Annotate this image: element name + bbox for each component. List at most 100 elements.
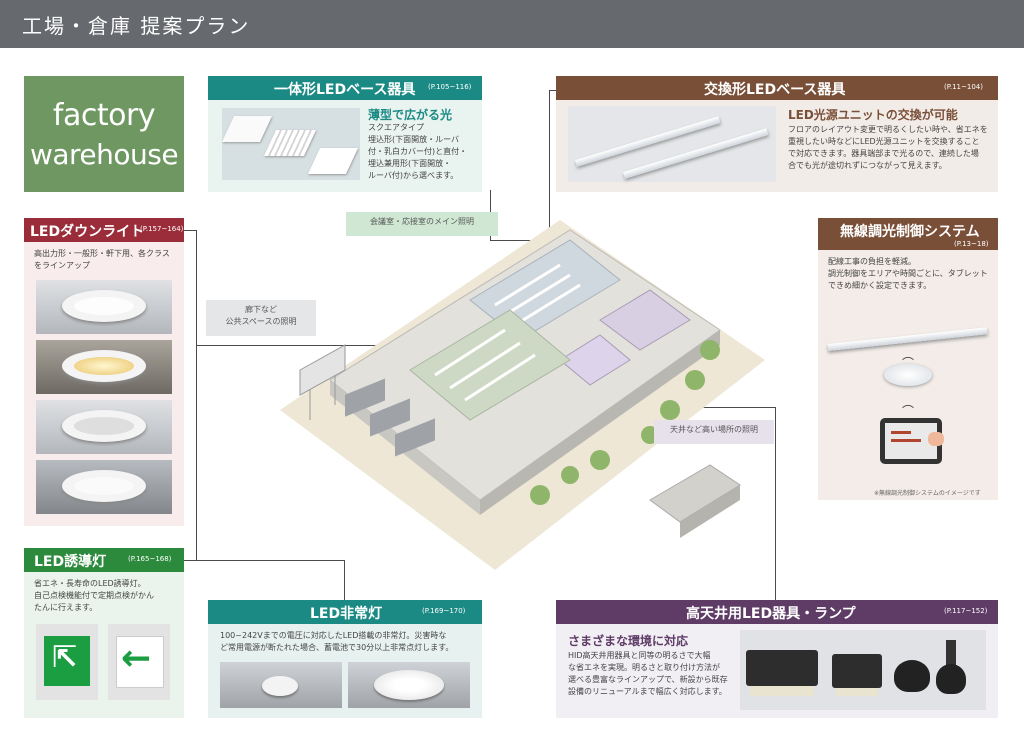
exit-sign-image: ⇱	[36, 624, 98, 700]
caption-text: 会議室・応接室のメイン照明	[370, 217, 474, 226]
connector-line	[549, 90, 556, 91]
downlight-image-2	[36, 340, 172, 394]
caption-corridor: 廊下など 公共スペースの照明	[206, 300, 316, 336]
panel-title: 一体形LEDベース器具	[274, 82, 416, 98]
panel-wireless-dimming: 無線調光制御システム (P.13~18) 配線工事の負担を軽減。 調光制御をエリ…	[818, 218, 998, 500]
body-line: で対応できます。器具端部まで光るので、連続した場	[788, 149, 979, 158]
panel-subtitle: LED光源ユニットの交換が可能	[788, 108, 958, 122]
body-line: 100~242Vまでの電圧に対応したLED搭載の非常灯。災害時な	[220, 631, 447, 640]
body-line: 埋込形(下面開放・ルーバ	[368, 135, 460, 144]
panel-high-ceiling-led: 高天井用LED器具・ランプ (P.117~152) さまざまな環境に対応 HID…	[556, 600, 998, 718]
downlight-image-1	[36, 280, 172, 334]
panel-integrated-led-base: 一体形LEDベース器具 (P.105~116) 薄型で広がる光 スクエアタイプ …	[208, 76, 482, 192]
body-line: ど常用電源が断たれた場合、蓄電池で30分以上非常点灯します。	[220, 643, 454, 652]
caption-meeting-room: 会議室・応接室のメイン照明	[346, 212, 498, 236]
panel-header: 一体形LEDベース器具 (P.105~116)	[208, 76, 482, 100]
round-high-bay-fixture	[894, 660, 930, 692]
body-line: スクエアタイプ	[368, 123, 424, 132]
high-bay-fixture	[832, 654, 882, 688]
page-ref: (P.105~116)	[428, 83, 472, 91]
logo-line-2: warehouse	[29, 138, 179, 171]
panel-subtitle: さまざまな環境に対応	[568, 634, 689, 648]
page-ref: (P.11~104)	[944, 83, 983, 91]
small-warehouse	[649, 464, 741, 538]
page-ref: (P.117~152)	[944, 607, 988, 615]
panel-title: 無線調光制御システム	[840, 224, 980, 240]
office-room	[599, 289, 691, 351]
tube-fixture-image	[568, 106, 776, 182]
billboard	[299, 344, 346, 420]
factory-illustration	[280, 220, 765, 570]
wifi-icon: ︵	[902, 348, 915, 362]
panel-body: HID高天井用器具と同等の明るさで大幅 な省エネを実現。明るさと取り付け方法が …	[568, 650, 740, 698]
body-line: 重視したい時などにLED光源ユニットを交換すること	[788, 137, 980, 146]
connector-line	[344, 560, 345, 600]
caption-high-ceiling: 天井など高い場所の照明	[654, 420, 774, 444]
panel-title: LED誘導灯	[34, 554, 107, 570]
hand-icon	[928, 432, 944, 446]
warehouse-racks	[434, 328, 536, 402]
square-fixture-image	[221, 108, 360, 180]
panel-replaceable-led-base: 交換形LEDベース器具 (P.11~104) LED光源ユニットの交換が可能 フ…	[556, 76, 998, 192]
meeting-room-desks	[494, 263, 581, 327]
body-line: HID高天井用器具と同等の明るさで大幅	[568, 651, 711, 660]
page-ref: (P.165~168)	[128, 555, 172, 563]
connector-line	[775, 407, 776, 600]
office-room-2	[559, 334, 631, 386]
running-man-icon: ⇱	[52, 640, 78, 675]
panel-body: 省エネ・長寿命のLED誘導灯。 自己点検機能付で定期点検がかん たんに行えます。	[34, 578, 180, 614]
arrow-left-icon: ←	[121, 638, 152, 679]
panel-title: LED非常灯	[310, 606, 383, 622]
panel-body: 100~242Vまでの電圧に対応したLED搭載の非常灯。災害時な ど常用電源が断…	[220, 630, 480, 654]
header-bar: 工場・倉庫 提案プラン	[0, 0, 1024, 48]
panel-led-downlight: LEDダウンライト (P.157~164) 高出力形・一般形・軒下用、各クラス …	[24, 218, 184, 526]
connector-line	[196, 230, 197, 560]
warehouse-floor	[409, 309, 571, 421]
body-line: 埋込兼用形(下面開放・	[368, 159, 452, 168]
logo-box: factory warehouse	[24, 76, 184, 192]
panel-header: 無線調光制御システム (P.13~18)	[818, 218, 998, 250]
caption-text: 天井など高い場所の照明	[670, 425, 758, 434]
body-line: をラインアップ	[34, 261, 90, 270]
body-line: 調光制御をエリアや時間ごとに、タブレット	[828, 269, 988, 278]
page-ref: (P.13~18)	[954, 240, 989, 248]
body-line: 設備のリニューアルまで幅広く対応します。	[568, 687, 727, 696]
panel-body: 高出力形・一般形・軒下用、各クラス をラインアップ	[34, 248, 180, 272]
body-line: 付・乳白カバー付)と直付・	[368, 147, 468, 156]
body-line: 高出力形・一般形・軒下用、各クラス	[34, 249, 170, 258]
panel-header: 交換形LEDベース器具 (P.11~104)	[556, 76, 998, 100]
caption-line-2: 公共スペースの照明	[225, 317, 297, 326]
panel-title: 高天井用LED器具・ランプ	[686, 606, 856, 622]
panel-body: スクエアタイプ 埋込形(下面開放・ルーバ 付・乳白カバー付)と直付・ 埋込兼用形…	[368, 122, 480, 182]
body-line: ルーバ付)から選べます。	[368, 171, 459, 180]
body-line: 自己点検機能付で定期点検がかん	[34, 591, 154, 600]
connector-line	[184, 230, 197, 231]
panel-title: LEDダウンライト	[30, 224, 145, 240]
panel-led-emergency-light: LED非常灯 (P.169~170) 100~242Vまでの電圧に対応したLED…	[208, 600, 482, 718]
panel-title: 交換形LEDベース器具	[704, 82, 846, 98]
connector-line	[549, 90, 550, 300]
panel-header: LED誘導灯 (P.165~168)	[24, 548, 184, 572]
body-line: な省エネを実現。明るさと取り付け方法が	[568, 663, 720, 672]
trees	[530, 340, 720, 505]
panel-header: 高天井用LED器具・ランプ (P.117~152)	[556, 600, 998, 624]
trucks	[345, 378, 435, 457]
downlight-image-4	[36, 460, 172, 514]
connector-line	[490, 240, 550, 241]
page-ref: (P.169~170)	[422, 607, 466, 615]
high-ceiling-fixtures-image	[740, 630, 986, 710]
body-line: 選べる豊富なラインアップで、新設から既存	[568, 675, 728, 684]
panel-subtitle: 薄型で広がる光	[368, 108, 453, 122]
sensor-disc-image	[884, 364, 932, 386]
building-side-wall	[480, 330, 720, 515]
body-line: フロアのレイアウト変更で明るくしたい時や、省エネを	[788, 125, 988, 134]
connector-line	[196, 345, 426, 346]
caption-line-1: 廊下など	[245, 305, 277, 314]
wifi-icon: ︵	[902, 396, 915, 410]
wireless-note: ※無線調光制御システムのイメージです	[874, 490, 981, 497]
body-line: 省エネ・長寿命のLED誘導灯。	[34, 579, 146, 588]
logo-line-1: factory	[52, 98, 156, 133]
panel-body: 配線工事の負担を軽減。 調光制御をエリアや時間ごとに、タブレット できめ細かく設…	[828, 256, 994, 292]
body-line: できめ細かく設定できます。	[828, 281, 932, 290]
panel-header: LED非常灯 (P.169~170)	[208, 600, 482, 624]
